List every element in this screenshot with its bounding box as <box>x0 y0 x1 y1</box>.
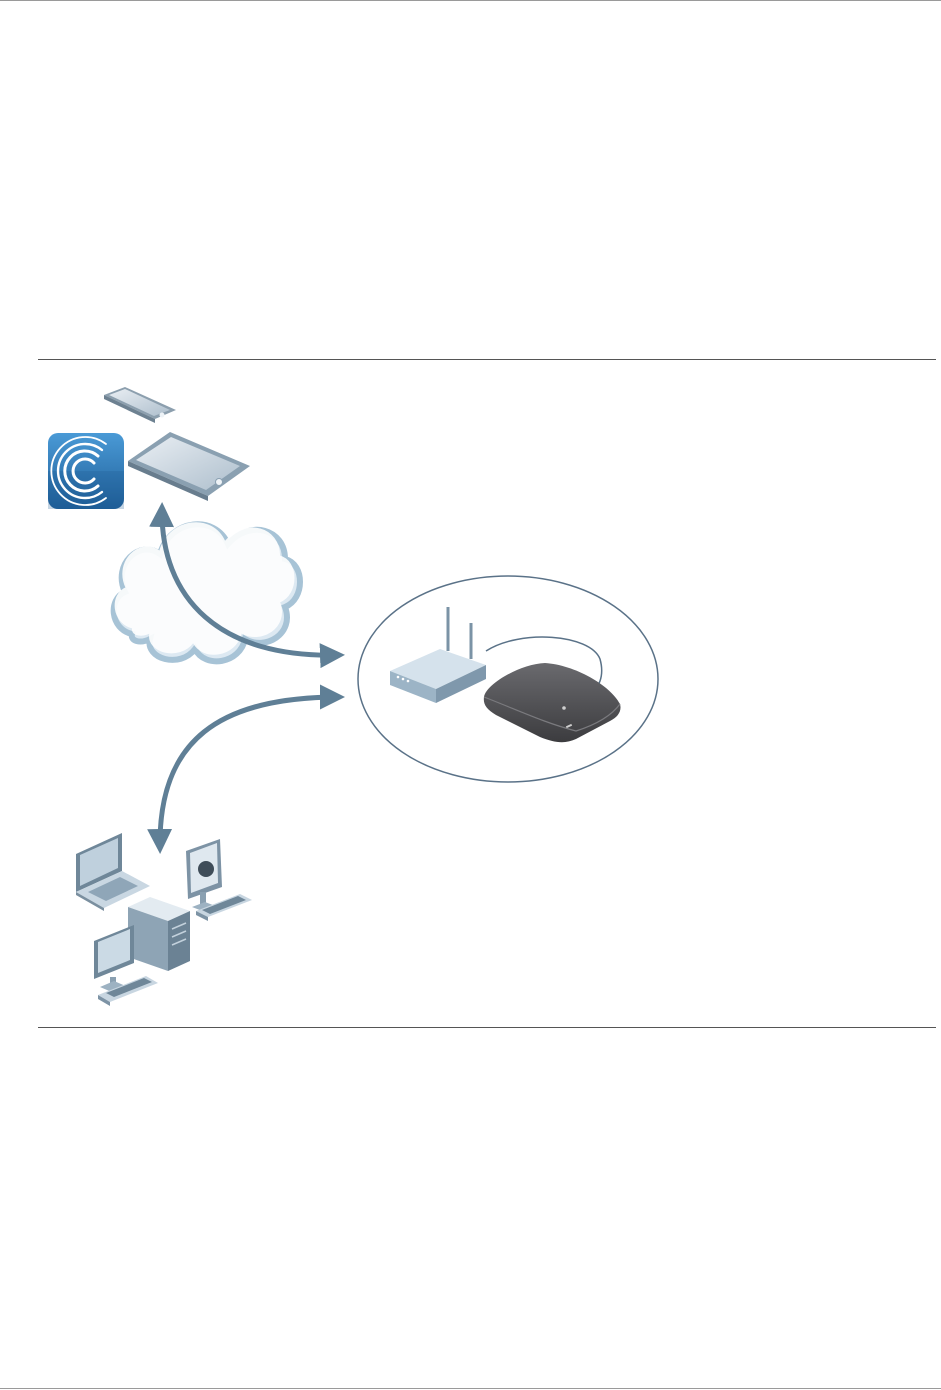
page-top-rule <box>0 0 941 1</box>
figure-bottom-rule <box>38 1027 936 1028</box>
cloud-icon <box>114 523 300 662</box>
pc-keyboard-icon <box>98 976 158 1006</box>
router-icon <box>390 607 486 703</box>
computers-icon <box>76 833 252 1006</box>
pc-monitor-icon <box>94 925 134 993</box>
laptop-icon <box>76 833 150 911</box>
desktop-monitor-icon <box>186 839 222 912</box>
smartphone-icon <box>104 387 176 423</box>
app-logo-icon <box>48 433 124 509</box>
tablet-icon <box>128 432 250 501</box>
computer-link-arrow <box>160 697 340 849</box>
page-bottom-rule <box>0 1388 941 1389</box>
desktop-tower-icon <box>128 897 190 971</box>
network-diagram <box>0 359 941 1027</box>
nas-drive-icon <box>484 663 621 742</box>
